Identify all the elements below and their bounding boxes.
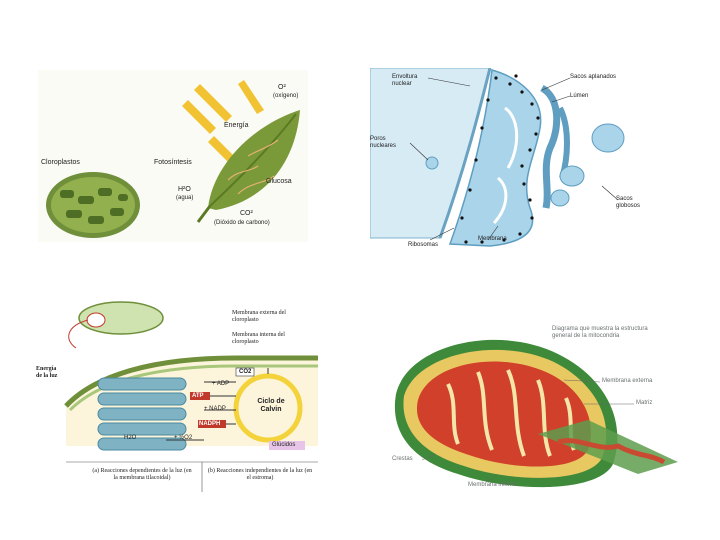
nadph-label: NADPH bbox=[199, 421, 220, 428]
inner-membrane-label: Membrana interna del cloroplasto bbox=[232, 332, 312, 345]
photosynthesis-label: Fotosíntesis bbox=[154, 159, 192, 167]
ribosomes-label: Ribosomas bbox=[408, 242, 438, 249]
lumen-label: Lúmen bbox=[570, 93, 588, 100]
chloroplast-drawing bbox=[46, 172, 140, 238]
calvin-panel: Membrana externa del cloroplasto Membran… bbox=[36, 296, 318, 496]
light-energy-label: Energía de la luz bbox=[36, 366, 62, 379]
caption-a: (a) Reacciones dependientes de la luz (e… bbox=[90, 468, 194, 481]
golgi-panel: Envoltura nuclear Sacos aplanados Lúmen … bbox=[370, 68, 650, 258]
chloroplasts-label: Cloroplastos bbox=[41, 159, 80, 167]
water-sub-label: (agua) bbox=[176, 195, 193, 202]
calvin-illustration bbox=[36, 296, 318, 496]
mito-label-top2: Matriz bbox=[636, 400, 652, 407]
atp-label: ATP bbox=[192, 393, 204, 400]
globular-sacs-label: Sacos globosos bbox=[616, 196, 648, 209]
outer-membrane-label: Membrana externa del cloroplasto bbox=[232, 310, 312, 323]
glucose-calvin-label: Glúcidos bbox=[272, 442, 295, 449]
water-label: H²O bbox=[178, 186, 191, 194]
o2-label: + ½O2 bbox=[174, 435, 192, 442]
mitochondrion-panel: Diagrama que muestra la estructura gener… bbox=[388, 324, 682, 492]
mitochondrion-illustration bbox=[388, 324, 682, 492]
mito-label-bottom1: Crestas bbox=[392, 456, 413, 463]
membrane-label: Membrana bbox=[478, 236, 507, 243]
adp-label: + ADP bbox=[212, 381, 229, 388]
co2-calvin-label: CO2 bbox=[239, 369, 251, 376]
calvin-cycle-label: Ciclo de Calvin bbox=[254, 398, 288, 413]
co2-sub-label: (Dióxido de carbono) bbox=[214, 220, 270, 227]
oxygen-sub-label: (oxígeno) bbox=[273, 93, 298, 100]
energy-label: Energía bbox=[224, 122, 249, 130]
water-calvin-label: H2O bbox=[124, 435, 136, 442]
golgi-illustration bbox=[370, 68, 650, 258]
photosynthesis-panel: Cloroplastos Fotosíntesis Energía O² (ox… bbox=[38, 70, 308, 242]
co2-label: CO² bbox=[240, 210, 253, 218]
nadp-label: + NADP bbox=[204, 406, 226, 413]
mito-title: Diagrama que muestra la estructura gener… bbox=[552, 326, 648, 339]
caption-b: (b) Reacciones independientes de la luz … bbox=[206, 468, 314, 481]
oxygen-label: O² bbox=[278, 84, 286, 92]
nuclear-envelope-label: Envoltura nuclear bbox=[392, 74, 428, 87]
photosynthesis-illustration bbox=[38, 70, 308, 242]
flattened-sacs-label: Sacos aplanados bbox=[570, 74, 616, 81]
mito-label-bottom2: Membrana interna bbox=[468, 482, 517, 489]
glucose-label: Glucosa bbox=[266, 178, 292, 186]
mito-label-top1: Membrana externa bbox=[602, 378, 652, 385]
nuclear-pores-label: Poros nucleares bbox=[370, 136, 408, 149]
